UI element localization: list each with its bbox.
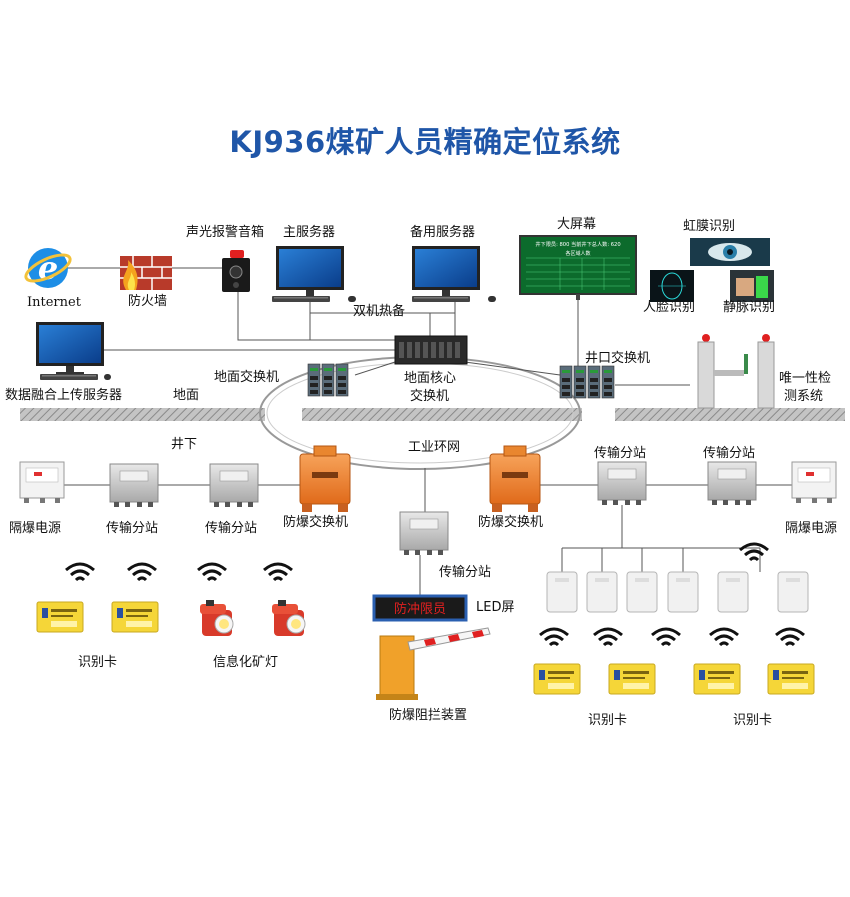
hot-standby-label: 双机热备 — [353, 304, 406, 319]
unique-check-label-1: 唯一性检 — [779, 371, 832, 386]
iris-recognition-image — [690, 238, 770, 266]
surface-switch-label: 地面交换机 — [214, 370, 280, 385]
ex-power-right-label: 隔爆电源 — [785, 521, 838, 536]
wellhead-switch-icon — [559, 365, 615, 399]
internet-explorer-icon: e — [24, 248, 72, 288]
ex-switch-right-icon — [489, 445, 541, 513]
cap-lamp-1 — [199, 599, 234, 637]
station-right-2-icon — [707, 461, 757, 506]
id-card-right-1 — [533, 663, 581, 695]
ex-power-left-label: 隔爆电源 — [9, 521, 62, 536]
ex-power-right-icon — [791, 461, 837, 504]
backup-server-keyboard-icon — [412, 296, 470, 302]
backup-server-mouse-icon — [488, 296, 496, 302]
id-card-right-1-label: 识别卡 — [588, 713, 628, 728]
cap-lamp-2 — [271, 599, 306, 637]
data-server-monitor-icon — [36, 322, 104, 375]
id-card-left-1 — [36, 601, 84, 633]
ground-band-right — [615, 408, 845, 421]
surface-switch-icon — [307, 363, 349, 397]
iris-label: 虹膜识别 — [683, 219, 736, 234]
internet-label: Internet — [27, 295, 81, 310]
vein-label: 静脉识别 — [723, 300, 776, 315]
face-label: 人脸识别 — [643, 300, 696, 315]
ex-power-left-icon — [19, 461, 65, 504]
big-screen-label: 大屏幕 — [557, 217, 597, 232]
alarm-speaker-icon — [222, 250, 250, 292]
id-card-right-3 — [693, 663, 741, 695]
id-card-left-label: 识别卡 — [78, 655, 118, 670]
big-screen-board: 井下限员: 800 当前井下总人数: 620 各区域人数 — [519, 235, 637, 300]
alarm-label: 声光报警音箱 — [186, 225, 265, 240]
line-surface-core — [354, 361, 396, 376]
station-1-label: 传输分站 — [106, 521, 159, 536]
card-reader — [546, 571, 809, 613]
led-screen-panel: 防冲限员 — [372, 594, 468, 622]
screen-subheader-text: 各区域人数 — [565, 250, 590, 257]
backup-server-label: 备用服务器 — [410, 225, 476, 240]
unique-check-label-2: 测系统 — [784, 389, 824, 404]
wellhead-switch-label: 井口交换机 — [585, 351, 651, 366]
id-card-right-2 — [608, 663, 656, 695]
main-server-monitor-icon — [276, 246, 344, 299]
face-recognition-image — [650, 270, 694, 302]
main-server-label: 主服务器 — [283, 225, 336, 240]
cap-lamp-label: 信息化矿灯 — [213, 655, 279, 670]
core-switch-rack — [394, 335, 468, 365]
led-screen-text: 防冲限员 — [394, 601, 446, 617]
ground-band-middle — [302, 408, 582, 421]
station-center-icon — [399, 511, 449, 556]
station-center-label: 传输分站 — [439, 565, 492, 580]
data-server-keyboard-icon — [40, 374, 98, 380]
station-right-1-label: 传输分站 — [594, 446, 647, 461]
ex-switch-left-icon — [299, 445, 351, 513]
line-alarm-core — [237, 290, 395, 341]
backup-server-monitor-icon — [412, 246, 480, 299]
turnstile-gate-icon — [697, 334, 775, 409]
main-server-keyboard-icon — [272, 296, 330, 302]
ex-switch-left-label: 防爆交换机 — [283, 515, 349, 530]
firewall-label: 防火墙 — [128, 294, 168, 309]
firewall-icon — [120, 256, 172, 290]
station-right-2-label: 传输分站 — [703, 446, 756, 461]
ring-network-label: 工业环网 — [408, 440, 461, 455]
station-2-label: 传输分站 — [205, 521, 258, 536]
svg-text:e: e — [38, 249, 58, 287]
vein-recognition-image — [730, 270, 774, 302]
station-right-1-icon — [597, 461, 647, 506]
underground-label: 井下 — [171, 437, 198, 452]
led-screen-label: LED屏 — [476, 600, 515, 615]
core-switch-label-2: 交换机 — [410, 389, 450, 404]
station-1-icon — [109, 463, 159, 508]
diagram-title: KJ936煤矿人员精确定位系统 — [229, 125, 621, 159]
screen-header-text: 井下限员: 800 当前井下总人数: 620 — [535, 240, 620, 248]
station-2-icon — [209, 463, 259, 508]
ex-switch-right-label: 防爆交换机 — [478, 515, 544, 530]
id-card-right-2-label: 识别卡 — [733, 713, 773, 728]
ground-band-left — [20, 408, 265, 421]
data-server-mouse-icon — [104, 374, 111, 380]
barrier-gate-icon — [376, 627, 491, 700]
data-server-label: 数据融合上传服务器 — [5, 388, 123, 403]
id-card-right-4 — [767, 663, 815, 695]
core-switch-label-1: 地面核心 — [404, 371, 457, 386]
ground-label: 地面 — [173, 388, 200, 403]
id-card-left-2 — [111, 601, 159, 633]
line-core-wellhead — [464, 361, 561, 376]
barrier-label: 防爆阻拦装置 — [389, 708, 468, 723]
main-server-mouse-icon — [348, 296, 356, 302]
